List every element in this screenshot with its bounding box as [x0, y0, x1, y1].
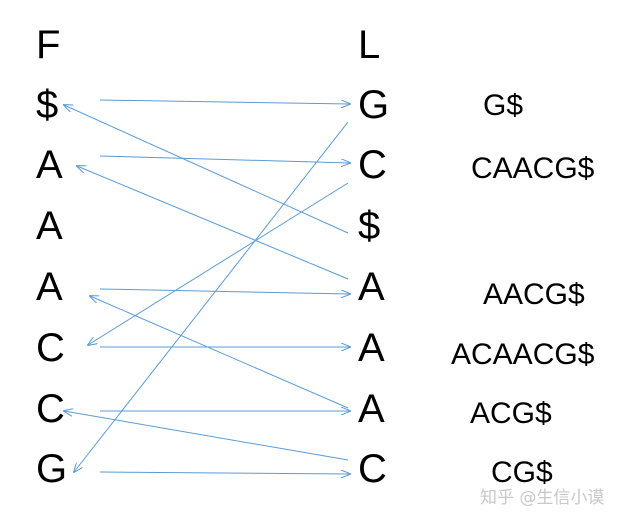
- l-column-item: A: [358, 387, 385, 431]
- f-column-item: $: [36, 83, 59, 127]
- lf-mapping-arrow: [99, 155, 350, 163]
- suffix-label: CG$: [491, 456, 553, 489]
- lf-mapping-arrow: [99, 288, 350, 294]
- lf-mapping-arrow: [88, 182, 349, 345]
- lf-mapping-arrow: [77, 166, 349, 280]
- l-column-item: G: [358, 83, 390, 127]
- lf-mapping-arrow: [99, 99, 350, 104]
- f-column-item: A: [36, 265, 63, 309]
- f-column-item: A: [36, 143, 63, 187]
- l-column-item: A: [358, 265, 385, 309]
- lf-mapping-arrow: [99, 472, 350, 474]
- f-column-item: G: [36, 447, 68, 491]
- f-column-item: C: [36, 326, 65, 370]
- f-column-item: C: [36, 387, 65, 431]
- suffix-label: G$: [483, 89, 524, 122]
- lf-mapping-arrow: [74, 121, 349, 472]
- l-column-item: $: [358, 204, 381, 248]
- lf-mapping-arrow: [64, 105, 349, 234]
- f-column-header: F: [36, 23, 61, 67]
- l-column-item: C: [358, 447, 387, 491]
- suffix-label: ACG$: [470, 397, 552, 430]
- l-column-item: C: [358, 143, 387, 187]
- l-column-header: L: [358, 23, 381, 67]
- lf-mapping-arrow: [64, 411, 349, 461]
- f-column-item: A: [36, 204, 63, 248]
- suffix-label: AACG$: [483, 278, 585, 311]
- suffix-label: ACAACG$: [451, 338, 595, 371]
- lf-mapping-arrow: [90, 296, 349, 409]
- l-column-item: A: [358, 326, 385, 370]
- watermark: 知乎 @生信小谟: [480, 488, 605, 508]
- suffix-label: CAACG$: [471, 152, 595, 185]
